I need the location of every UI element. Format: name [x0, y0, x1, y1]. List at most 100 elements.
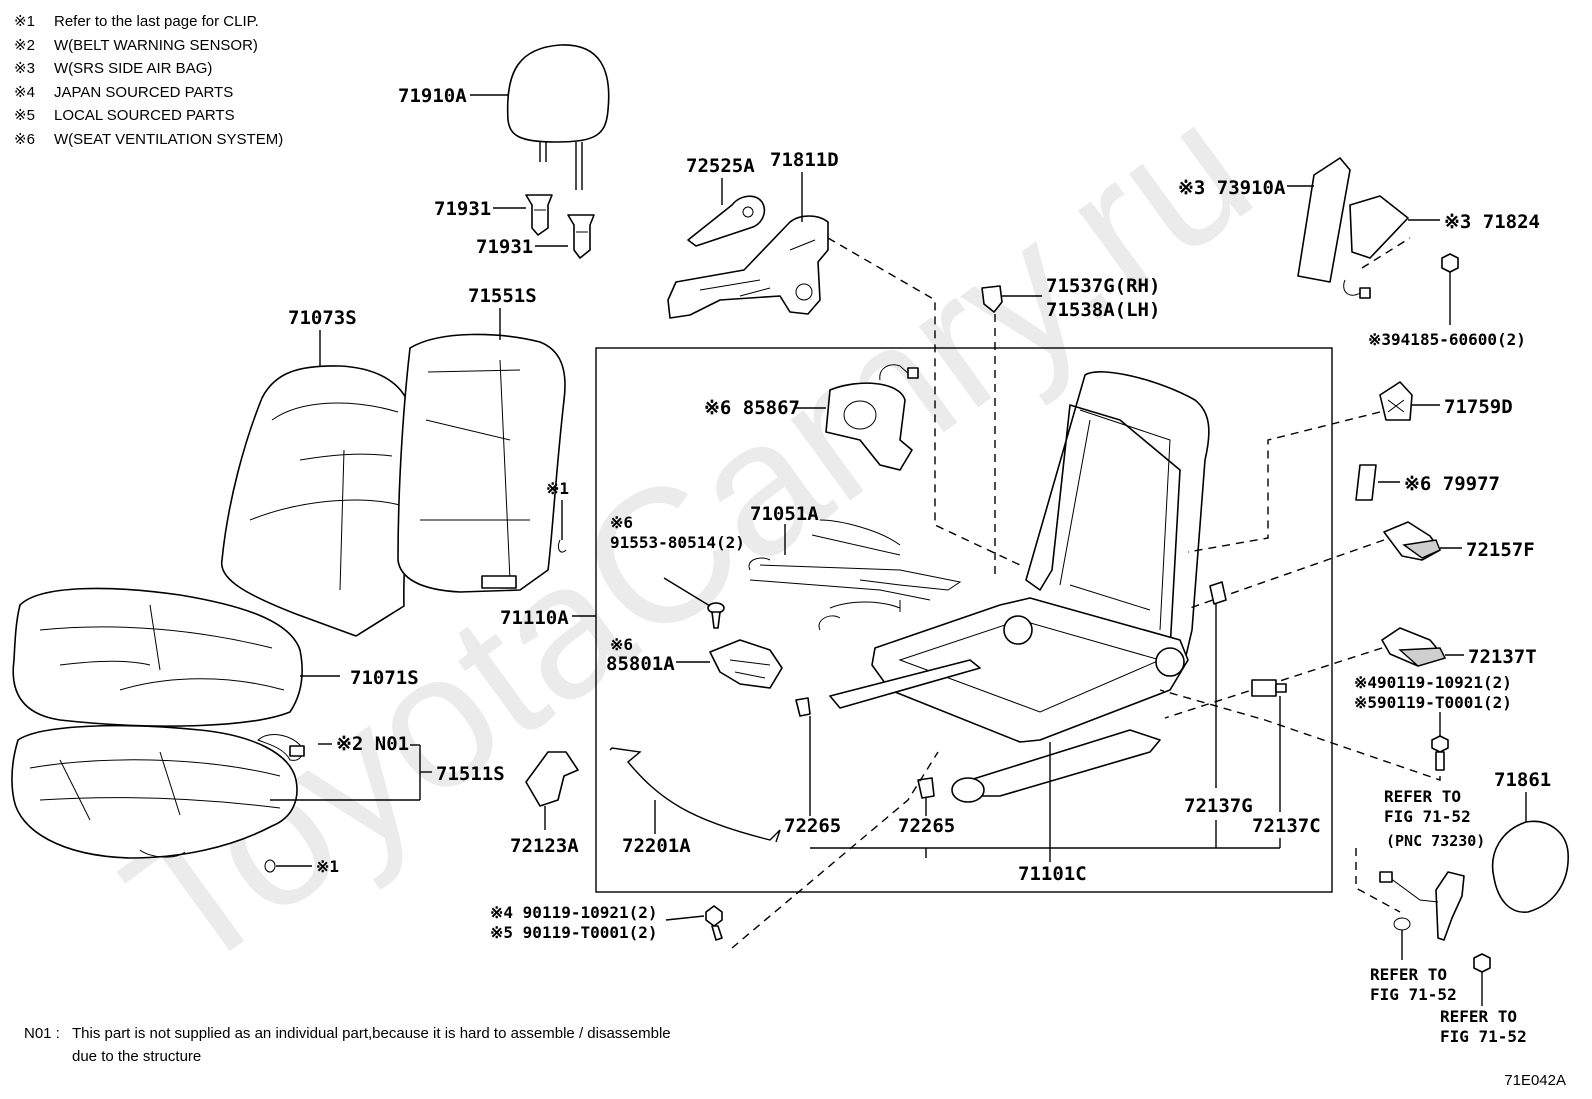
- seat-spring[interactable]: [748, 519, 962, 631]
- label-91553-mark: ※6: [610, 513, 633, 532]
- clip-72265-a[interactable]: [795, 697, 811, 717]
- footer-note-line1: This part is not supplied as an individu…: [72, 1025, 671, 1042]
- note-row: ※6 W(SEAT VENTILATION SYSTEM): [14, 128, 283, 152]
- label-refer1-b: FIG 71-52: [1384, 807, 1471, 826]
- cover-72137t[interactable]: [1381, 627, 1446, 667]
- label-refer3-b: FIG 71-52: [1440, 1027, 1527, 1046]
- footer-note-line2: due to the structure: [72, 1048, 202, 1065]
- label-72137g: 72137G: [1184, 795, 1253, 817]
- seatback-pad[interactable]: [397, 333, 566, 593]
- seatback-cover[interactable]: [220, 365, 414, 637]
- label-71101c: 71101C: [1018, 863, 1087, 885]
- label-90119-b1: ※4 90119-10921(2): [490, 903, 658, 922]
- figure-code: 71E042A: [1504, 1072, 1566, 1089]
- label-refer2-a: REFER TO: [1370, 965, 1447, 984]
- seat-belt-buckle[interactable]: [1379, 871, 1465, 941]
- label-72265-b: 72265: [898, 815, 955, 837]
- label-71824: ※3 71824: [1444, 211, 1540, 233]
- label-72137c: 72137C: [1252, 815, 1321, 837]
- note-mark: ※3: [14, 60, 35, 77]
- seat-cushion-pad[interactable]: [11, 724, 298, 859]
- note-mark: ※1: [14, 13, 35, 30]
- belt-warning-sensor[interactable]: [257, 734, 305, 761]
- label-90119-b2: ※5 90119-T0001(2): [490, 923, 658, 942]
- note-mark: ※2: [14, 36, 35, 54]
- label-refer1-a: REFER TO: [1384, 787, 1461, 806]
- note-text: JAPAN SOURCED PARTS: [54, 83, 234, 101]
- cover-72123a[interactable]: [525, 751, 579, 807]
- clip-72137c[interactable]: [1251, 679, 1287, 697]
- ventilation-fan-85801a[interactable]: [709, 639, 783, 689]
- wire-72201a[interactable]: [609, 747, 781, 843]
- label-90119-a2: ※590119-T0001(2): [1354, 693, 1512, 712]
- label-73910a: ※3 73910A: [1178, 177, 1286, 199]
- label-71811d: 71811D: [770, 149, 839, 171]
- clip-1[interactable]: [557, 539, 567, 553]
- label-85801a: 85801A: [606, 653, 675, 675]
- label-79977: ※6 79977: [1404, 473, 1500, 495]
- bolt-90119-bottom[interactable]: [705, 905, 723, 941]
- note-text: Refer to the last page for CLIP.: [54, 13, 259, 30]
- label-72157f: 72157F: [1466, 539, 1535, 561]
- label-85867: ※6 85867: [704, 397, 800, 419]
- note-mark: ※5: [14, 107, 35, 124]
- note-row: ※1 Refer to the last page for CLIP.: [14, 10, 283, 34]
- label-71551s: 71551S: [468, 285, 537, 307]
- note-text: W(SEAT VENTILATION SYSTEM): [54, 130, 284, 148]
- label-71931-a: 71931: [434, 198, 491, 220]
- label-71910a: 71910A: [398, 85, 467, 107]
- label-72137t: 72137T: [1468, 646, 1537, 668]
- note-row: ※3 W(SRS SIDE AIR BAG): [14, 57, 283, 81]
- seat-back-hook[interactable]: [981, 285, 1003, 313]
- label-71759d: 71759D: [1444, 396, 1513, 418]
- label-refer1-c: (PNC 73230): [1386, 832, 1485, 850]
- label-71071s: 71071S: [350, 667, 419, 689]
- note-text: W(BELT WARNING SENSOR): [54, 36, 258, 54]
- clip-72137g[interactable]: [1209, 581, 1227, 605]
- cover-72157f[interactable]: [1383, 521, 1441, 561]
- side-airbag[interactable]: [1297, 157, 1409, 299]
- seat-cushion-shield[interactable]: [667, 215, 829, 319]
- label-71861: 71861: [1494, 769, 1551, 791]
- label-71538a: 71538A(LH): [1046, 299, 1160, 321]
- headrest-support-1[interactable]: [525, 194, 553, 236]
- label-394185: ※394185-60600(2): [1368, 330, 1526, 349]
- note-mark: ※4: [14, 83, 35, 101]
- label-71537g: 71537G(RH): [1046, 275, 1160, 297]
- bolt-90119-right[interactable]: [1431, 735, 1449, 771]
- footer-note: N01 : This part is not supplied as an ind…: [24, 1022, 671, 1068]
- label-72201a: 72201A: [622, 835, 691, 857]
- label-clip1-b: ※1: [316, 857, 339, 876]
- buckle-nut[interactable]: [1473, 953, 1491, 973]
- label-72265-a: 72265: [784, 815, 841, 837]
- footer-note-code: N01 :: [24, 1025, 60, 1042]
- note-mark: ※6: [14, 130, 35, 148]
- label-n01: ※2 N01: [336, 733, 409, 755]
- label-71511s: 71511S: [436, 763, 505, 785]
- frame-assembly-box: [595, 347, 1333, 893]
- clip-2[interactable]: [264, 859, 276, 873]
- note-row: ※4 JAPAN SOURCED PARTS: [14, 81, 283, 105]
- seat-frame[interactable]: [829, 371, 1210, 803]
- label-85801a-mark: ※6: [610, 635, 633, 654]
- recliner-lever[interactable]: [687, 195, 766, 247]
- note-row: ※2 W(BELT WARNING SENSOR): [14, 34, 283, 58]
- label-71051a: 71051A: [750, 503, 819, 525]
- airbag-nut[interactable]: [1441, 253, 1459, 273]
- label-71073s: 71073S: [288, 307, 357, 329]
- note-text: LOCAL SOURCED PARTS: [54, 107, 235, 124]
- label-72123a: 72123A: [510, 835, 579, 857]
- clip-72265-b[interactable]: [917, 777, 935, 799]
- headrest-support-2[interactable]: [567, 214, 595, 259]
- headrest[interactable]: [506, 44, 610, 190]
- screw-91553[interactable]: [707, 602, 725, 629]
- label-71110a: 71110A: [500, 607, 569, 629]
- ventilation-fan-85867[interactable]: [825, 364, 919, 471]
- cover-71861[interactable]: [1491, 820, 1569, 913]
- lever-cap-71759d[interactable]: [1379, 381, 1413, 421]
- seat-cushion-cover[interactable]: [12, 587, 303, 727]
- ventilation-label-79977[interactable]: [1355, 464, 1377, 501]
- label-90119-a1: ※490119-10921(2): [1354, 673, 1512, 692]
- note-text: W(SRS SIDE AIR BAG): [54, 60, 213, 77]
